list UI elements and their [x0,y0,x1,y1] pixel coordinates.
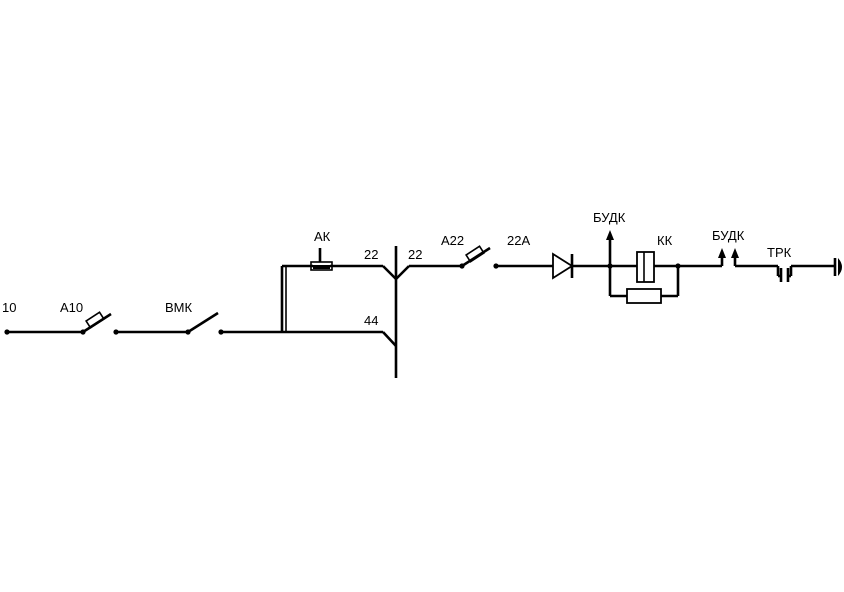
budk-arrow-2 [731,248,778,268]
wire-diode-kk [572,263,637,269]
label-vmk: ВМК [165,300,193,315]
label-a22: А22 [441,233,464,248]
label-wire-22-right: 22 [408,247,422,262]
label-budk-1: БУДК [593,210,626,225]
label-wire-10: 10 [2,300,16,315]
budk-arrow-1 [606,230,614,266]
breaker-a22 [461,245,491,268]
junction-bus [394,246,410,378]
label-trk: ТРК [767,245,792,260]
wire-a10-vmk [113,329,191,335]
resistor-parallel [608,266,680,304]
wire-10-segment [4,329,86,335]
riser-wire [280,264,313,332]
label-ak: АК [314,229,331,244]
label-wire-22-left: 22 [364,247,378,262]
wire-22a [493,263,553,269]
contact-ak [310,248,333,271]
contact-trk [776,264,834,282]
label-wire-22a: 22А [507,233,530,248]
wire-ak-junction [330,264,397,280]
coil-kk [636,251,655,283]
breaker-a10 [82,311,112,334]
label-wire-44: 44 [364,313,378,328]
diode [552,252,574,280]
switch-vmk [187,311,219,334]
wire-vmk-bus [218,329,397,347]
wire-kk-budk2 [654,248,726,269]
label-a10: А10 [60,300,83,315]
label-kk: КК [657,233,673,248]
ground-terminal [833,258,842,276]
wire-22-to-a22 [409,263,465,269]
label-budk-2: БУДК [712,228,745,243]
